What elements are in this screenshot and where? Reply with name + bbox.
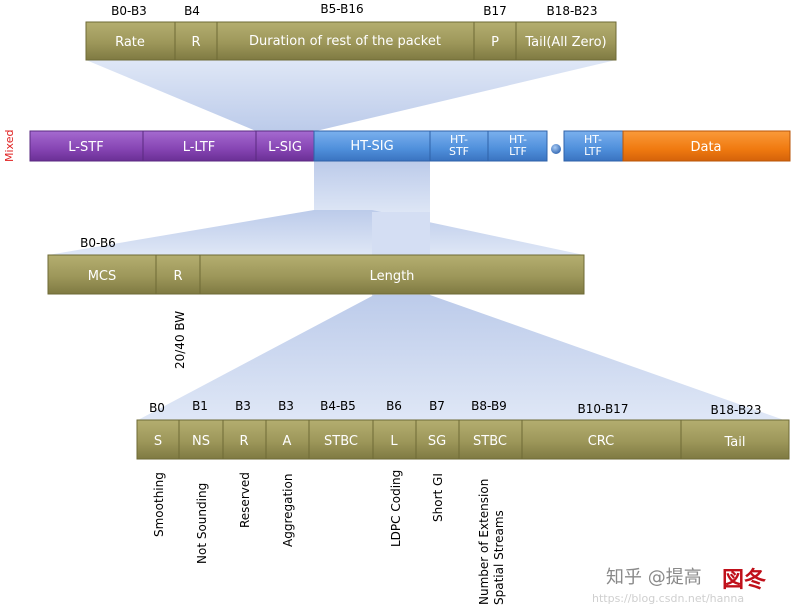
bit-label: B4-B5	[320, 399, 356, 413]
field-label: S	[154, 434, 162, 449]
bit-label: B18-B23	[547, 4, 598, 18]
bit-label: B3	[235, 399, 251, 413]
field-reserved: R	[222, 419, 267, 460]
htsig2-row: B0 B1 B3 B3 B4-B5 B6 B7 B8-B9 B10-B17 B1…	[136, 399, 790, 605]
bit-label: B18-B23	[711, 403, 762, 417]
field-label: Rate	[115, 35, 145, 50]
field-label: Duration of rest of the packet	[249, 34, 441, 49]
bit-label: B0	[149, 401, 165, 415]
vertical-label: Short GI	[431, 473, 445, 522]
mixed-row: Mixed L-STF L-LTF L-SIG HT-SIG HT-STF HT…	[3, 130, 791, 162]
wedge-htsig2	[138, 295, 784, 420]
field-label: STBC	[473, 434, 507, 449]
bit-label: B3	[278, 399, 294, 413]
vertical-label: Spatial Streams	[492, 510, 506, 605]
bit-label: B6	[386, 399, 402, 413]
field-label: R	[239, 434, 248, 449]
htsig1-row: B0-B6 MCS R Length 20/40 BW	[47, 236, 585, 369]
field-label: Tail	[724, 435, 746, 450]
field-duration: Duration of rest of the packet	[216, 21, 475, 61]
bit-label: B7	[429, 399, 445, 413]
ellipsis-dot	[551, 144, 561, 154]
watermark-url: https://blog.csdn.net/hanna	[592, 592, 744, 605]
field-ess: STBC	[458, 419, 523, 460]
vertical-label: Number of Extension	[477, 479, 491, 605]
field-ldpc: L	[372, 419, 417, 460]
vertical-label: Not Sounding	[195, 483, 209, 564]
wedge-htsig1	[48, 210, 584, 255]
field-r: R	[174, 21, 218, 61]
field-label: SG	[428, 434, 446, 449]
field-p: P	[473, 21, 517, 61]
field-label: A	[283, 434, 292, 449]
watermark-logo: 図冬	[722, 567, 766, 593]
field-aggregation: A	[265, 419, 310, 460]
field-label: L	[390, 434, 398, 449]
field-not-sounding: NS	[178, 419, 224, 460]
wedge-htsig-column	[314, 161, 430, 215]
field-l-stf: L-STF	[29, 130, 144, 162]
field-label: MCS	[88, 269, 117, 284]
lsig-row: B0-B3 B4 B5-B16 B17 B18-B23 Rate R Durat…	[85, 2, 617, 61]
field-label: Length	[370, 269, 415, 284]
field-l-sig: L-SIG	[255, 130, 315, 162]
field-ht-stf: HT-STF	[429, 130, 489, 162]
field-crc: CRC	[521, 419, 682, 460]
bit-label: B1	[192, 399, 208, 413]
vertical-label: LDPC Coding	[389, 470, 403, 547]
field-label: NS	[192, 434, 210, 449]
field-stbc: STBC	[308, 419, 374, 460]
field-label: L-STF	[68, 140, 103, 155]
bit-label: B8-B9	[471, 399, 507, 413]
field-label: Tail(All Zero)	[524, 35, 606, 50]
field-smoothing: S	[136, 419, 180, 460]
field-label: L-LTF	[183, 140, 216, 155]
field-l-ltf: L-LTF	[142, 130, 257, 162]
field-tail: Tail(All Zero)	[515, 21, 617, 61]
vertical-label: 20/40 BW	[173, 311, 187, 369]
wedge-lsig	[86, 60, 616, 131]
field-label: HT-LTF	[509, 133, 527, 158]
field-label: HT-SIG	[350, 139, 393, 154]
field-rate: Rate	[85, 21, 176, 61]
bit-label: B0-B3	[111, 4, 147, 18]
bit-label: B0-B6	[80, 236, 116, 250]
field-tail2: Tail	[680, 419, 790, 460]
field-mcs: MCS	[47, 254, 157, 295]
watermark-text: 知乎 @提高	[606, 567, 702, 588]
bit-label: B5-B16	[320, 2, 363, 16]
bit-label: B17	[483, 4, 507, 18]
field-label: HT-LTF	[584, 133, 602, 158]
vertical-label: Aggregation	[281, 474, 295, 547]
bit-label: B10-B17	[578, 402, 629, 416]
field-label: R	[191, 35, 200, 50]
field-label: CRC	[588, 434, 615, 449]
watermark: 知乎 @提高 図冬 https://blog.csdn.net/hanna	[592, 567, 766, 605]
field-label: L-SIG	[268, 140, 302, 155]
field-ht-ltf: HT-LTF	[487, 130, 548, 162]
field-label: STBC	[324, 434, 358, 449]
field-ht-sig: HT-SIG	[313, 130, 431, 162]
expansion-wedges	[48, 60, 784, 420]
field-label: P	[491, 35, 499, 50]
mixed-label: Mixed	[3, 130, 16, 162]
field-bw: R	[155, 254, 201, 295]
field-label: HT-STF	[449, 133, 469, 158]
field-ht-ltf-n: HT-LTF	[563, 130, 624, 162]
field-label: R	[173, 269, 182, 284]
vertical-label: Smoothing	[152, 472, 166, 537]
field-label: Data	[690, 140, 721, 155]
vertical-label: Reserved	[238, 472, 252, 528]
field-data: Data	[622, 130, 791, 162]
field-length: Length	[199, 254, 585, 295]
bit-label: B4	[184, 4, 200, 18]
field-short-gi: SG	[415, 419, 460, 460]
